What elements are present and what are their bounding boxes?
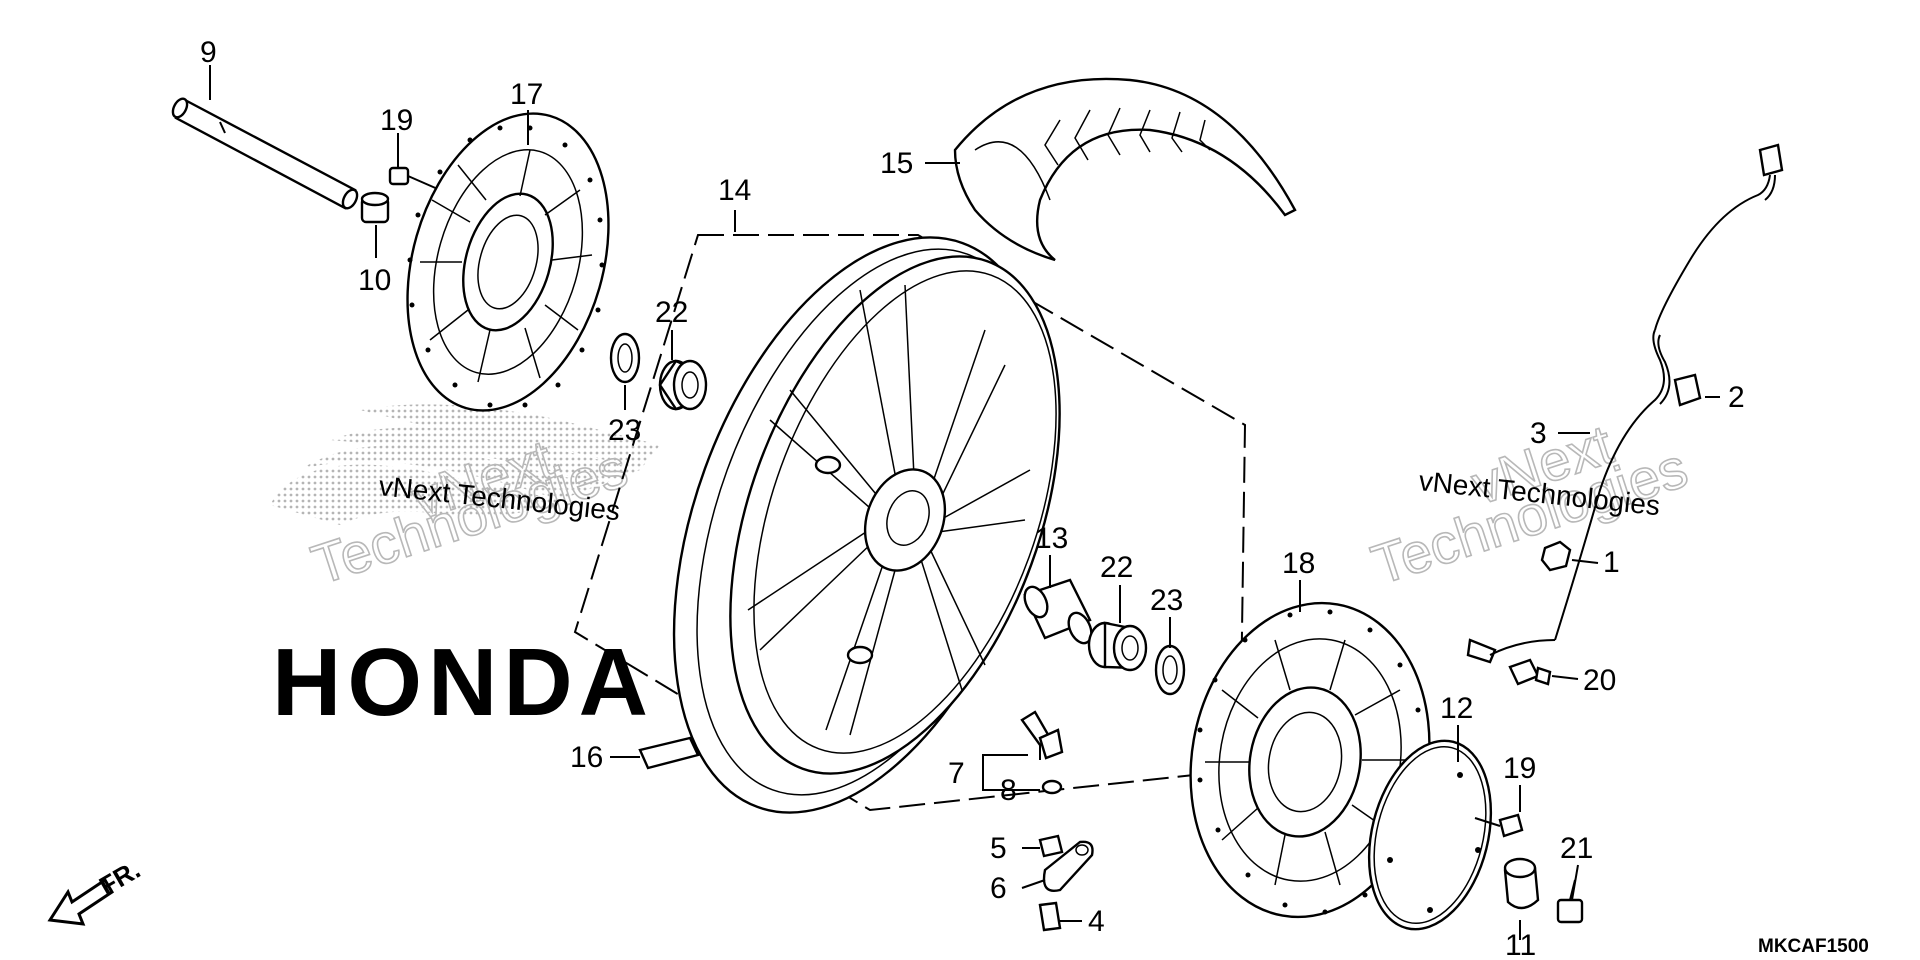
cable-clamp-part-2[interactable] (1673, 373, 1702, 407)
diagram-code: MKCAF1500 (1758, 936, 1869, 957)
tire-tread (1044, 107, 1211, 166)
callout-16: 16 (570, 741, 603, 774)
front-direction-arrow: FR. (47, 854, 145, 926)
callout-10: 10 (358, 264, 391, 297)
distance-collar-part-13[interactable] (1020, 578, 1096, 647)
callout-19-top: 19 (380, 104, 413, 137)
callout-9: 9 (200, 36, 217, 69)
callout-23-left: 23 (608, 414, 641, 447)
callout-15: 15 (880, 147, 913, 180)
callout-4: 4 (1088, 905, 1105, 938)
axle-part-9[interactable] (170, 96, 360, 210)
dust-seal-part-23-right[interactable] (1154, 644, 1186, 696)
callout-20: 20 (1583, 664, 1616, 697)
callout-21: 21 (1560, 832, 1593, 865)
callout-12: 12 (1440, 692, 1473, 725)
bolt-part-19-bottom[interactable] (1474, 813, 1524, 838)
callout-22-left: 22 (655, 296, 688, 329)
wheel-assembly-boundary (573, 234, 1247, 812)
callout-3: 3 (1530, 417, 1547, 450)
callout-17: 17 (510, 78, 543, 111)
bearing-part-22-right[interactable] (1087, 621, 1148, 672)
air-valve-part-7[interactable] (1020, 710, 1064, 760)
leader-lines (209, 65, 1720, 940)
speed-sensor-part-3[interactable] (1466, 143, 1784, 664)
bolt-part-21[interactable] (1556, 879, 1584, 924)
bolt-part-20[interactable] (1508, 658, 1552, 686)
o-ring-part-8[interactable] (1041, 779, 1063, 795)
callout-11: 11 (1505, 929, 1536, 960)
disc-17-holes (407, 125, 605, 408)
callout-7: 7 (948, 757, 965, 790)
collar-part-11[interactable] (1503, 857, 1540, 910)
front-wheel-part-14[interactable] (602, 187, 1123, 864)
tire-part-15[interactable] (953, 77, 1297, 262)
disc-18-spokes (1205, 639, 1410, 886)
nut-part-1[interactable] (1540, 540, 1572, 572)
callout-23-right: 23 (1150, 584, 1183, 617)
bolt-part-19-top[interactable] (388, 166, 441, 191)
callout-18: 18 (1282, 547, 1315, 580)
callout-22-right: 22 (1100, 551, 1133, 584)
callout-5: 5 (990, 832, 1007, 865)
callout-13: 13 (1035, 522, 1068, 555)
nut-part-4[interactable] (1038, 901, 1062, 932)
callout-2: 2 (1728, 381, 1745, 414)
collar-part-10[interactable] (360, 191, 390, 224)
callout-1: 1 (1603, 546, 1620, 579)
callout-14: 14 (718, 174, 751, 207)
disc-17-spokes (420, 149, 593, 383)
wheel-spokes (747, 284, 1031, 736)
callout-19-bottom: 19 (1503, 752, 1536, 785)
pulser-ring-part-12[interactable] (1350, 728, 1509, 942)
valve-bracket-part-6[interactable] (1042, 840, 1094, 892)
honda-logo-text: HONDA (272, 629, 654, 736)
balance-weight-part-16[interactable] (638, 736, 700, 770)
dust-seal-part-23-left[interactable] (609, 332, 641, 384)
brake-disc-part-17[interactable] (375, 90, 641, 435)
cap-part-5[interactable] (1038, 834, 1064, 858)
callout-6: 6 (990, 872, 1007, 905)
bearing-part-22-left[interactable] (658, 359, 708, 411)
callout-8: 8 (1000, 774, 1017, 807)
honda-logo-watermark: HONDA (270, 404, 660, 736)
